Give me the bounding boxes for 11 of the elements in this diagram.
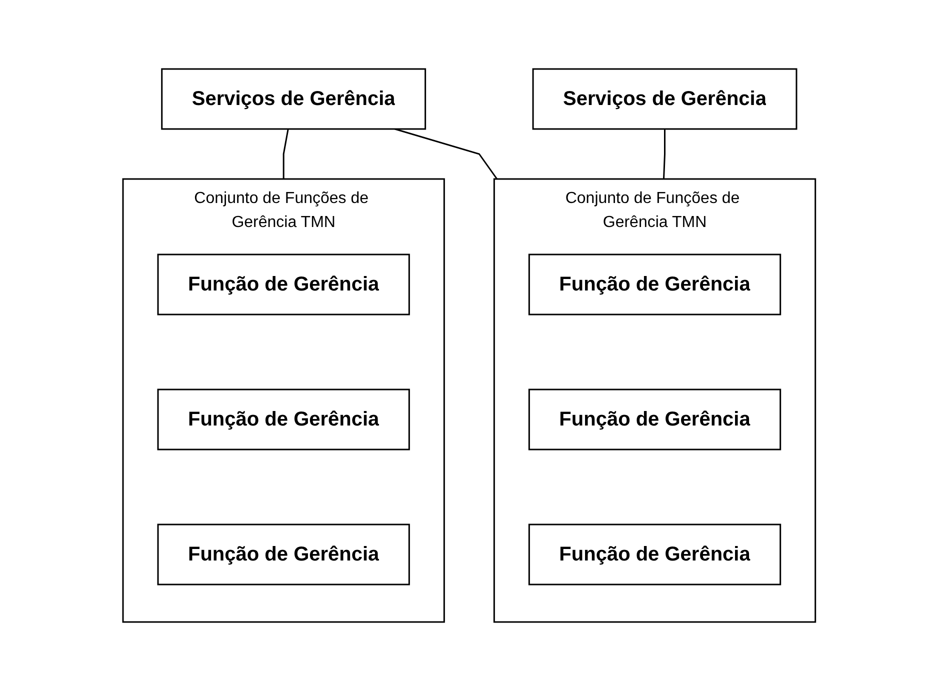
node-box: Função de Gerência xyxy=(528,523,782,585)
connector xyxy=(394,128,498,179)
node-box: Serviços de Gerência xyxy=(161,68,426,130)
node-box: Função de Gerência xyxy=(528,388,782,450)
node-box: Função de Gerência xyxy=(158,523,410,585)
connector xyxy=(663,128,666,179)
node-box: Serviços de Gerência xyxy=(532,68,798,130)
node-box: Função de Gerência xyxy=(528,253,782,315)
node-box: Função de Gerência xyxy=(158,253,410,315)
connector xyxy=(283,128,290,178)
node-box: Função de Gerência xyxy=(158,388,410,450)
